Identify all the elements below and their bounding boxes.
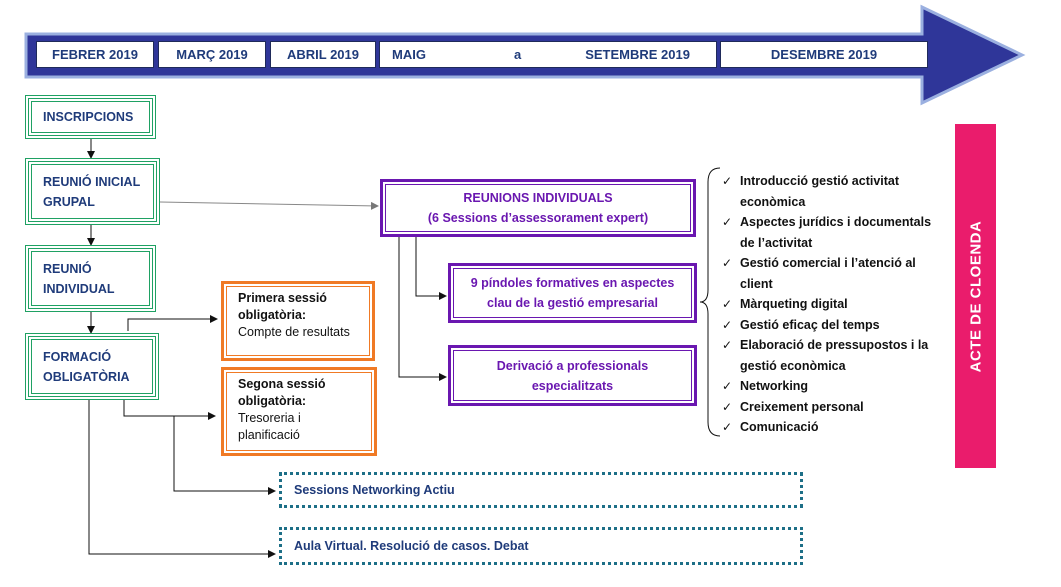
step-group-meeting-line-2: GRUPAL xyxy=(43,194,95,209)
session-first-detail: Compte de resultats xyxy=(238,325,350,339)
virtual-classroom-box: Aula Virtual. Resolució de casos. Debat xyxy=(279,527,803,565)
topics-list: ✓Introducció gestió activitat econòmica✓… xyxy=(722,171,932,438)
topic-label: Gestió comercial i l’atenció al client xyxy=(740,256,916,291)
topic-label: Networking xyxy=(740,379,809,393)
topic-label: Gestió eficaç del temps xyxy=(740,317,880,332)
timeline-range-a: a xyxy=(513,47,522,62)
step-individual-meeting-line-1: REUNIÓ xyxy=(43,261,92,276)
step-individual-meeting-line-2: INDIVIDUAL xyxy=(43,281,115,296)
step-training: FORMACIÓ OBLIGATÒRIA xyxy=(25,333,159,400)
step-inscriptions: INSCRIPCIONS xyxy=(25,95,156,139)
timeline-month-sep: SETEMBRE 2019 xyxy=(585,47,690,62)
topic-label: Creixement personal xyxy=(740,399,864,414)
check-icon: ✓ xyxy=(722,379,733,393)
check-icon: ✓ xyxy=(722,317,733,332)
check-icon: ✓ xyxy=(722,174,733,188)
step-group-meeting: REUNIÓ INICIAL GRUPAL xyxy=(25,158,160,225)
session-first-title: Primera sessió obligatòria: xyxy=(238,291,327,322)
step-training-line-2: OBLIGATÒRIA xyxy=(43,369,130,384)
topic-item: ✓ Comunicació xyxy=(722,417,932,438)
training-pills-box: 9 píndoles formatives en aspectes clau d… xyxy=(448,263,697,323)
step-individual-meeting: REUNIÓ INDIVIDUAL xyxy=(25,245,156,312)
session-first: Primera sessió obligatòria: Compte de re… xyxy=(221,281,375,361)
step-group-meeting-line-1: REUNIÓ INICIAL xyxy=(43,174,141,189)
topic-label: Elaboració de pressupostos i la gestió e… xyxy=(740,338,929,373)
topic-label: Màrqueting digital xyxy=(740,297,848,311)
topic-item: ✓ Creixement personal xyxy=(722,397,932,418)
topic-label: Comunicació xyxy=(740,420,819,434)
training-pills-line-1: 9 píndoles formatives en aspectes xyxy=(470,276,675,290)
session-second-detail: Tresoreria i planificació xyxy=(238,411,301,442)
timeline-month-mar: MARÇ 2019 xyxy=(158,41,266,68)
topic-item: ✓ Elaboració de pressupostos i la gestió … xyxy=(722,335,932,376)
networking-box: Sessions Networking Actiu xyxy=(279,472,803,508)
topic-item: ✓ Networking xyxy=(722,376,932,397)
topic-item: ✓ Màrqueting digital xyxy=(722,294,932,315)
step-training-line-1: FORMACIÓ xyxy=(43,349,112,364)
referral-line-1: Derivació a professionals xyxy=(496,358,649,373)
timeline-month-feb: FEBRER 2019 xyxy=(36,41,154,68)
referral-line-2: especialitzats xyxy=(531,378,614,393)
check-icon: ✓ xyxy=(722,399,733,414)
individual-meetings-title: REUNIONS INDIVIDUALS xyxy=(463,191,613,205)
virtual-classroom-label: Aula Virtual. Resolució de casos. Debat xyxy=(294,539,529,553)
session-second-title: Segona sessió obligatòria: xyxy=(238,377,326,408)
session-second: Segona sessió obligatòria: Tresoreria i … xyxy=(221,367,377,456)
individual-meetings-box: REUNIONS INDIVIDUALS (6 Sessions d’asses… xyxy=(380,179,696,237)
timeline-month-may-sep: MAIG a SETEMBRE 2019 xyxy=(379,41,717,68)
check-icon: ✓ xyxy=(722,256,733,270)
topic-label: Introducció gestió activitat econòmica xyxy=(740,174,900,209)
topic-item: ✓ Aspectes jurídics i documentals de l’ac… xyxy=(722,212,932,253)
topics-brace xyxy=(699,167,721,437)
timeline-month-dec: DESEMBRE 2019 xyxy=(720,41,928,68)
step-inscriptions-label: INSCRIPCIONS xyxy=(43,110,134,124)
networking-label: Sessions Networking Actiu xyxy=(294,483,455,497)
check-icon: ✓ xyxy=(722,420,733,434)
topic-label: Aspectes jurídics i documentals de l’act… xyxy=(740,215,932,250)
check-icon: ✓ xyxy=(722,297,733,311)
check-icon: ✓ xyxy=(722,338,733,352)
topic-item: ✓ Gestió comercial i l’atenció al client xyxy=(722,253,932,294)
topic-item: ✓ Gestió eficaç del temps xyxy=(722,315,932,336)
timeline-month-may: MAIG xyxy=(392,47,426,62)
closing-act-band: ACTE DE CLOENDA xyxy=(955,124,996,468)
topic-item: ✓ Introducció gestió activitat econòmica xyxy=(722,171,932,212)
individual-meetings-subtitle: (6 Sessions d’assessorament expert) xyxy=(427,211,649,225)
closing-act-label: ACTE DE CLOENDA xyxy=(967,220,985,372)
referral-box: Derivació a professionals especialitzats xyxy=(448,345,697,406)
check-icon: ✓ xyxy=(722,215,733,229)
training-pills-line-2: clau de la gestió empresarial xyxy=(487,296,658,310)
timeline-month-apr: ABRIL 2019 xyxy=(270,41,376,68)
